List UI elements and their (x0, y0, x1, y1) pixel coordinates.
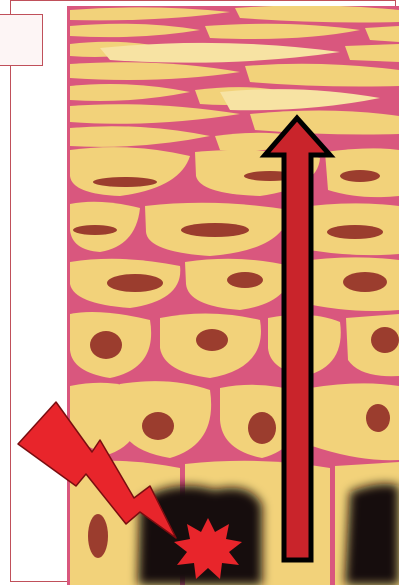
nucleus (371, 327, 399, 353)
nucleus (90, 331, 122, 359)
nucleus (248, 412, 276, 444)
nucleus (107, 274, 163, 292)
nucleus (366, 404, 390, 432)
nucleus (196, 329, 228, 351)
nucleus (88, 514, 108, 558)
nucleus (327, 225, 383, 239)
nucleus (181, 223, 249, 237)
nucleus (227, 272, 263, 288)
nucleus (343, 272, 387, 292)
nucleus (340, 170, 380, 182)
nucleus (142, 412, 174, 440)
nucleus (93, 177, 157, 187)
nucleus (73, 225, 117, 235)
